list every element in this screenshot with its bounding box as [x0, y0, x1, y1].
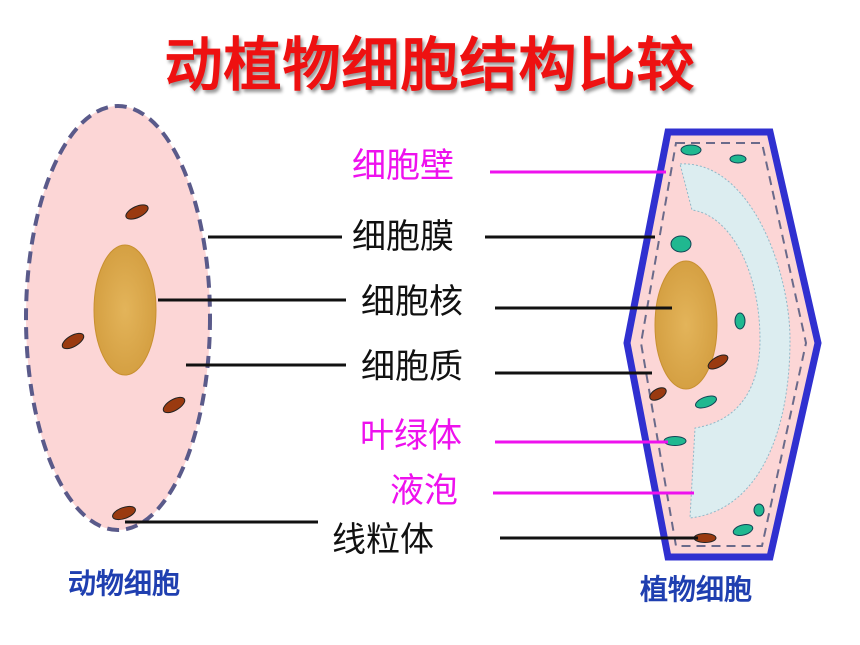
label-cytoplasm: 细胞质 [361, 347, 463, 387]
label-vacuole: 液泡 [390, 471, 458, 511]
animal-nucleus [93, 244, 157, 376]
caption-animal-cell: 动物细胞 [68, 567, 181, 600]
label-nucleus: 细胞核 [361, 282, 463, 322]
plant-mitochondrion [707, 354, 729, 370]
plant-cell [623, 128, 822, 561]
caption-plant-cell: 植物细胞 [640, 573, 753, 606]
plant-chloroplast [732, 524, 754, 536]
label-cell-wall: 细胞壁 [352, 146, 454, 186]
plant-mitochondrion [649, 387, 667, 401]
plant-chloroplast [729, 154, 747, 164]
animal-mitochondrion [125, 204, 149, 220]
animal-cell [24, 104, 212, 532]
animal-mitochondrion [112, 505, 136, 521]
plant-cell-membrane [639, 142, 808, 547]
plant-chloroplast [670, 235, 692, 253]
plant-chloroplast [753, 503, 765, 517]
plant-chloroplast [734, 312, 746, 330]
label-chloroplast: 叶绿体 [360, 416, 462, 456]
leader-lines [125, 170, 698, 540]
plant-vacuole [679, 163, 791, 519]
animal-mitochondrion [162, 396, 186, 414]
plant-nucleus [654, 260, 718, 390]
label-mitochondria: 线粒体 [332, 520, 434, 560]
plant-chloroplast [680, 144, 702, 156]
label-cell-membrane: 细胞膜 [352, 217, 454, 257]
page-title: 动植物细胞结构比较 [164, 31, 696, 99]
plant-chloroplast [695, 395, 717, 409]
animal-mitochondrion [61, 332, 85, 350]
